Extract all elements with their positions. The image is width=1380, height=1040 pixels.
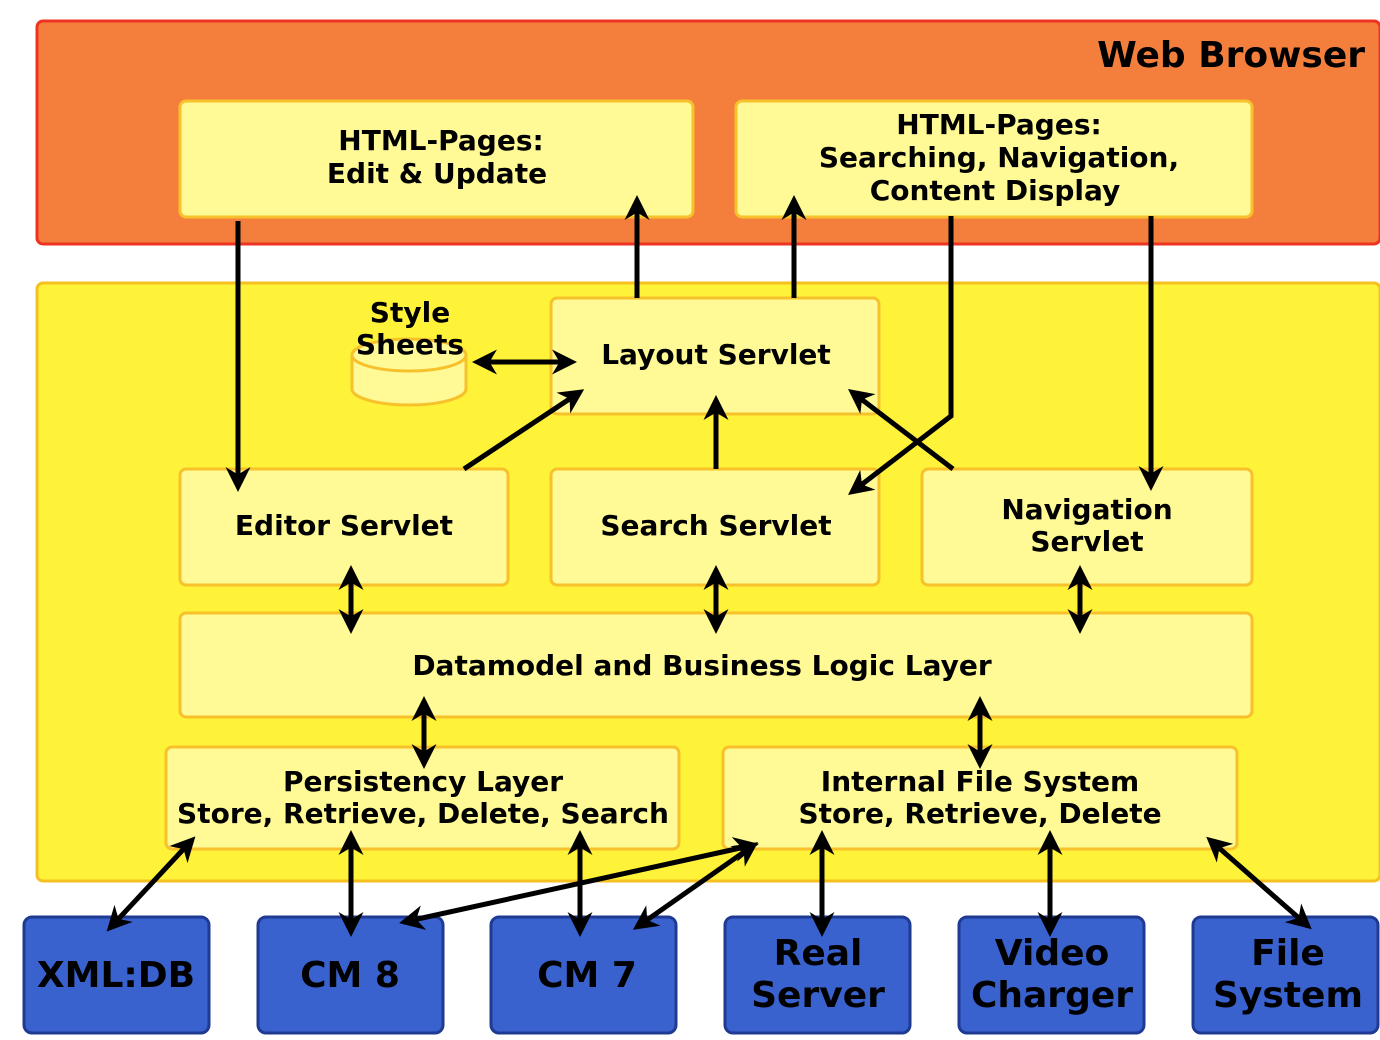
editor-servlet-label: Editor Servlet xyxy=(235,509,453,542)
video-charger-label-1: Video xyxy=(995,933,1110,974)
arrow-navigation-to-layout xyxy=(848,388,955,471)
style-sheets-label-2: Sheets xyxy=(356,328,464,361)
navigation-servlet-label-2: Servlet xyxy=(1030,525,1143,558)
style-sheets-label-1: Style xyxy=(370,296,450,329)
html-pages-edit-label-2: Edit & Update xyxy=(327,157,547,190)
persistency-layer-label-1: Persistency Layer xyxy=(283,765,563,798)
navigation-servlet-label-1: Navigation xyxy=(1001,493,1172,526)
datamodel-layer-label: Datamodel and Business Logic Layer xyxy=(412,649,992,682)
arrow-persistency-xmldb xyxy=(106,836,196,932)
internal-file-system-label-1: Internal File System xyxy=(821,765,1139,798)
html-pages-search-box xyxy=(734,99,1254,219)
video-charger-label-2: Charger xyxy=(971,975,1133,1016)
arrow-internal-fs-file-system xyxy=(1206,836,1312,930)
web-browser-title: Web Browser xyxy=(1097,35,1365,76)
arrow-internal-fs-cm7 xyxy=(632,842,759,930)
cm8-label: CM 8 xyxy=(300,955,400,996)
xmldb-label: XML:DB xyxy=(37,955,195,996)
internal-file-system-label-2: Store, Retrieve, Delete xyxy=(798,797,1161,830)
arrow-search-pages-to-search-servlet xyxy=(848,216,954,496)
html-pages-edit-label-1: HTML-Pages: xyxy=(338,124,543,157)
cm7-label: CM 7 xyxy=(537,955,637,996)
style-sheets-database-icon xyxy=(350,337,468,407)
real-server-label-2: Server xyxy=(751,975,885,1016)
persistency-layer-label-2: Store, Retrieve, Delete, Search xyxy=(177,797,669,830)
search-servlet-label: Search Servlet xyxy=(600,509,831,542)
file-system-label-2: System xyxy=(1213,975,1363,1016)
real-server-label-1: Real xyxy=(774,933,863,974)
html-pages-search-label-2: Searching, Navigation, xyxy=(819,141,1179,174)
arrow-editor-to-layout xyxy=(462,389,585,472)
html-pages-search-label-1: HTML-Pages: xyxy=(896,108,1101,141)
html-pages-edit-box xyxy=(178,99,695,219)
html-pages-search-label-3: Content Display xyxy=(870,174,1121,207)
file-system-label-1: File xyxy=(1251,933,1325,974)
layout-servlet-label: Layout Servlet xyxy=(601,338,831,371)
